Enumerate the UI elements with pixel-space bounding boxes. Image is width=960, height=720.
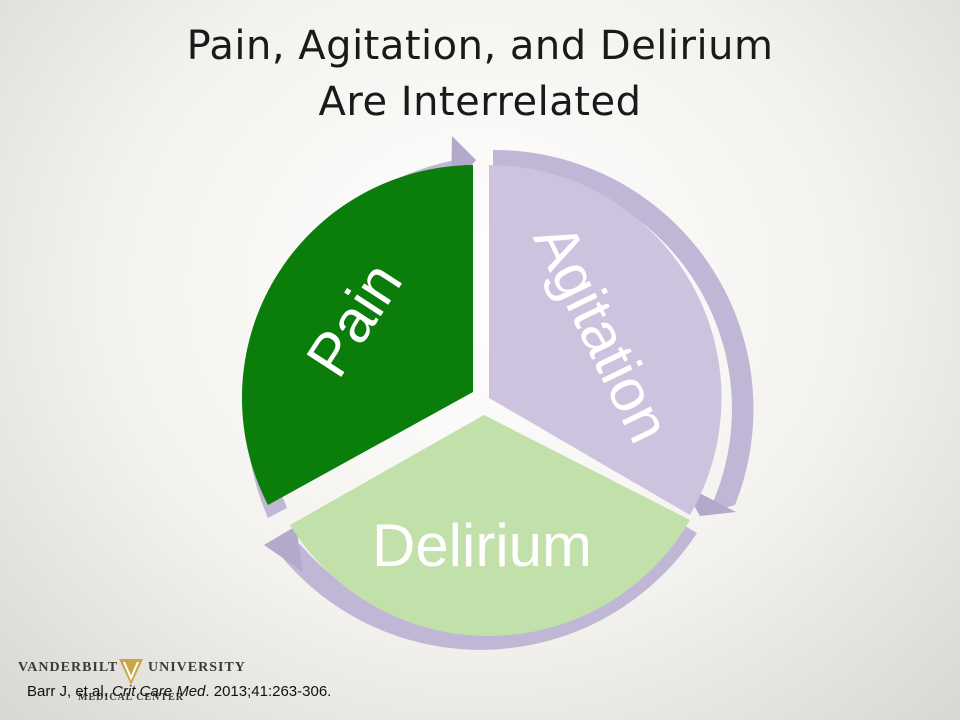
slide-title: Pain, Agitation, and Delirium Are Interr… [0,18,960,130]
arrow-arc-delirium [281,523,697,650]
citation-authors: Barr J, et al. [27,683,113,700]
title-line-2: Are Interrelated [318,79,642,125]
segment-pain [241,165,473,505]
citation-details: . 2013;41:263-306. [205,683,332,700]
citation-journal: Crit Care Med [112,683,206,700]
label-delirium: Delirium [372,512,592,579]
title-line-1: Pain, Agitation, and Delirium [186,23,774,69]
arrow-arc-agitation [493,149,754,513]
citation: Barr J, et al. Crit Care Med. 2013;41:26… [27,683,331,700]
arrow-head-delirium [264,526,303,572]
logo-word-vanderbilt: VANDERBILT [18,660,119,675]
segment-agitation [489,165,722,515]
vanderbilt-logo: VANDERBILT UNIVERSITY MEDICAL CENTER [18,658,258,710]
logo-word-university: UNIVERSITY [148,660,246,675]
vanderbilt-emblem-icon [119,659,143,685]
logo-word-medical-center: MEDICAL CENTER [78,692,184,703]
segment-delirium [290,415,690,636]
